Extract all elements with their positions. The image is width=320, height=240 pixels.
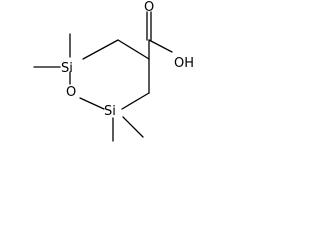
bond-ch2-ch (117, 39, 150, 60)
bond-si-bottom-o (79, 97, 105, 110)
atom-si-bottom: Si (104, 104, 116, 119)
molecule-diagram: Si O Si O OH (0, 0, 200, 168)
bond-ch2-si-bottom (121, 92, 150, 110)
atom-hydroxyl: OH (174, 56, 194, 71)
atom-si-top: Si (61, 61, 73, 76)
bond-c-oh (148, 39, 173, 53)
atom-carbonyl-oxygen: O (144, 0, 154, 15)
bond-si-bottom-methyl-right (122, 116, 144, 138)
bond-si-top-ch2 (82, 39, 119, 60)
structure-drawing: Si O Si O OH (33, 0, 194, 142)
atom-ring-oxygen: O (66, 85, 76, 100)
